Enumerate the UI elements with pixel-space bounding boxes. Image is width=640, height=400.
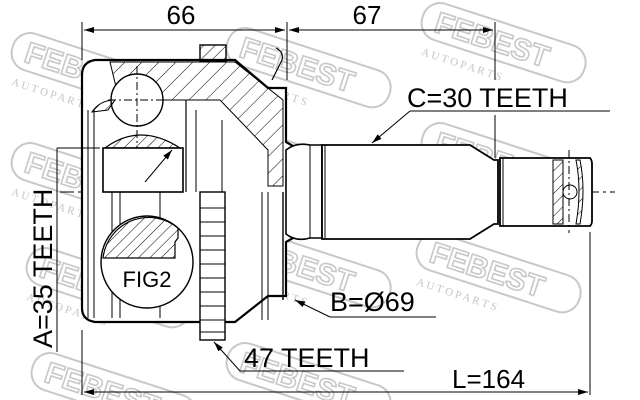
- dim-a-teeth: A=35 TEETH: [28, 189, 58, 348]
- svg-text:FEBEST: FEBEST: [41, 357, 164, 400]
- abs-ring: [199, 191, 226, 341]
- fig2-label: FIG2: [123, 267, 172, 292]
- dim-c-teeth: C=30 TEETH: [407, 83, 568, 113]
- dimension-lines: [56, 22, 610, 395]
- dim-66: 66: [167, 0, 196, 30]
- stem-shaft: [285, 143, 593, 241]
- dim-b-diameter: B=Ø69: [330, 287, 415, 317]
- dim-67: 67: [353, 0, 382, 30]
- dim-47-teeth: 47 TEETH: [244, 343, 370, 373]
- fig2-detail: FIG2: [100, 215, 194, 309]
- dim-l-total: L=164: [452, 364, 525, 394]
